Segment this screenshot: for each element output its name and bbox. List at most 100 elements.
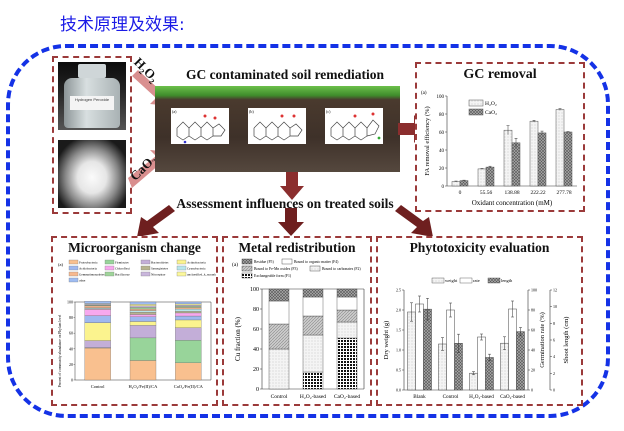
legend-swatch bbox=[176, 265, 187, 271]
stack-segment bbox=[302, 334, 324, 373]
stack-segment bbox=[129, 311, 157, 315]
stack-segment bbox=[268, 323, 290, 350]
right2-tick-label: 12 bbox=[553, 288, 557, 293]
bar-h2o2 bbox=[555, 109, 565, 187]
bar-cao2 bbox=[511, 142, 521, 187]
left-tick-label: 0.5 bbox=[396, 368, 401, 373]
right2-tick-label: 6 bbox=[553, 338, 555, 343]
legend-label: other bbox=[79, 279, 86, 283]
y-tick-label: 40 bbox=[439, 149, 445, 154]
right2-tick-label: 2 bbox=[553, 371, 555, 376]
left-tick-label: 2.5 bbox=[396, 288, 401, 293]
legend-label: unclassified_k_norank bbox=[187, 273, 216, 277]
stack-segment bbox=[175, 301, 202, 305]
metal-redistribution-chart: (a)Residue (F5)Bound to organic matter (… bbox=[232, 258, 365, 400]
y-tick-label: 80 bbox=[69, 315, 73, 320]
right1-axis-label: Germination rate (%) bbox=[539, 312, 546, 368]
bar-h2o2 bbox=[529, 120, 539, 187]
stack-segment bbox=[175, 311, 202, 314]
stack-segment bbox=[84, 301, 111, 304]
stack-segment bbox=[175, 303, 202, 306]
stack-segment bbox=[175, 327, 202, 341]
stack-segment bbox=[336, 321, 358, 339]
soil-image: (a) (b) (c) bbox=[155, 86, 400, 172]
right1-tick-label: 20 bbox=[531, 368, 535, 373]
phytotoxicity-chart: 0.00.51.01.52.02.5020406080100024681012D… bbox=[383, 277, 570, 400]
oxidant-photos-box: Hydrogen Peroxide bbox=[52, 56, 132, 214]
legend-label: Bound to carbonates (F2) bbox=[322, 267, 361, 271]
stack-segment bbox=[268, 300, 290, 325]
bar-h2o2 bbox=[477, 168, 487, 187]
page-heading: 技术原理及效果: bbox=[60, 15, 185, 35]
arrow-to-phytotoxicity bbox=[395, 205, 433, 237]
right1-tick-label: 0 bbox=[531, 388, 533, 393]
right1-tick-label: 100 bbox=[531, 288, 537, 293]
stack-segment bbox=[336, 288, 358, 298]
legend-label: Bacteroidetes bbox=[151, 261, 169, 265]
phytotoxicity-title: Phytotoxicity evaluation bbox=[409, 240, 550, 255]
y-tick-label: 0 bbox=[442, 185, 445, 190]
y-tick-label: 100 bbox=[67, 300, 73, 305]
legend-swatch bbox=[104, 265, 115, 271]
bar-rate bbox=[477, 336, 486, 391]
stack-segment bbox=[175, 362, 202, 381]
bar-rate bbox=[446, 309, 455, 391]
bar-cao2 bbox=[537, 132, 547, 187]
left-tick-label: 1.0 bbox=[396, 348, 401, 353]
bar-rate bbox=[415, 303, 424, 391]
bar-h2o2 bbox=[503, 129, 513, 187]
bar-cao2 bbox=[563, 131, 573, 187]
stack-segment bbox=[129, 316, 157, 322]
legend-swatch bbox=[431, 277, 445, 284]
h2o2-bottle-photo: Hydrogen Peroxide bbox=[58, 62, 126, 130]
legend-label: Gemmatimonadetes bbox=[79, 273, 105, 277]
y-axis-label: Percent of community abundance on Phylum… bbox=[58, 315, 62, 388]
legend-label: length bbox=[501, 278, 513, 283]
legend-label: Cyanobacteria bbox=[187, 267, 206, 271]
stack-segment bbox=[129, 307, 157, 310]
x-tick-label: 138.88 bbox=[504, 190, 519, 196]
legend-label: Bacillaceae bbox=[115, 273, 130, 277]
panel-label: (a) bbox=[421, 91, 427, 96]
molecule-a: (a) bbox=[171, 108, 229, 144]
y-tick-label: 40 bbox=[253, 347, 259, 353]
x-tick-label: Blank bbox=[413, 394, 426, 400]
y-tick-label: 0 bbox=[71, 378, 73, 383]
right2-tick-label: 4 bbox=[553, 354, 555, 359]
microorganism-title: Microorganism change bbox=[68, 240, 201, 255]
stack-segment bbox=[175, 308, 202, 312]
arrow-to-metal bbox=[278, 208, 304, 236]
bar-weight bbox=[469, 372, 478, 391]
bar-h2o2 bbox=[451, 181, 461, 187]
y-axis-label: FA removal efficiency (%) bbox=[424, 106, 431, 175]
legend-label: Actinobacteria bbox=[187, 261, 206, 265]
stack-segment bbox=[336, 296, 358, 311]
stack-segment bbox=[336, 309, 358, 323]
molecule-c: (c) bbox=[325, 108, 383, 144]
y-tick-label: 100 bbox=[250, 287, 259, 293]
legend-label: Synergistetes bbox=[151, 267, 169, 271]
legend-label: Residue (F5) bbox=[254, 260, 274, 264]
x-tick-label: CaO₂-based bbox=[500, 394, 525, 400]
y-tick-label: 60 bbox=[439, 131, 445, 136]
stack-segment bbox=[268, 348, 290, 390]
legend-label: Bound to Fe-Mn oxides (F3) bbox=[254, 267, 298, 271]
y-tick-label: 60 bbox=[69, 331, 73, 336]
x-tick-label: CaO₂-based bbox=[334, 394, 361, 400]
legend-swatch bbox=[241, 265, 253, 272]
stack-segment bbox=[129, 314, 157, 317]
stack-segment bbox=[129, 310, 157, 313]
legend-swatch bbox=[459, 277, 473, 284]
stack-segment bbox=[129, 304, 157, 307]
legend-label: H₂O₂ bbox=[485, 101, 497, 107]
legend-swatch bbox=[140, 265, 151, 271]
legend-swatch bbox=[176, 271, 187, 277]
y-axis-label: Cu fraction (%) bbox=[234, 316, 242, 361]
x-tick-label: 277.78 bbox=[556, 190, 571, 196]
legend-label: Acidobacteria bbox=[79, 267, 97, 271]
right1-tick-label: 60 bbox=[531, 328, 535, 333]
